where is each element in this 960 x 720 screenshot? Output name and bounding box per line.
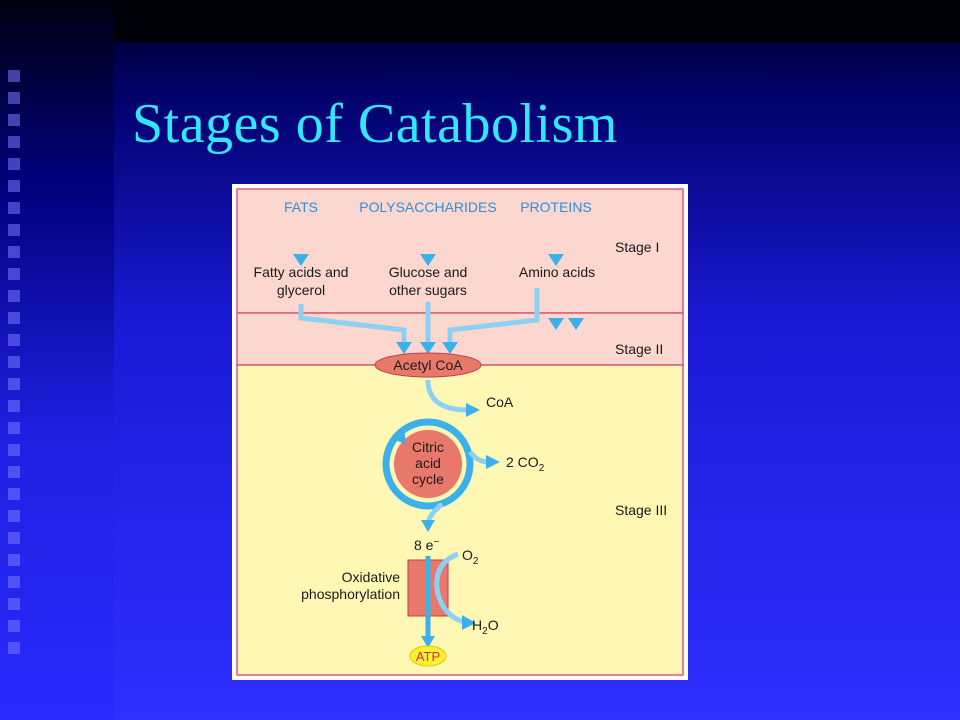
converging-arrows bbox=[298, 288, 540, 344]
stage-1-panel bbox=[236, 188, 684, 314]
atp-node bbox=[409, 645, 447, 667]
acetyl-coa-label: Acetyl CoA bbox=[393, 357, 463, 373]
coa-release-arrow bbox=[425, 379, 469, 413]
arrow-head-polysaccharides bbox=[420, 254, 436, 266]
top-dark-bar bbox=[114, 0, 960, 42]
product-glucose-line2: other sugars bbox=[389, 282, 467, 298]
citric-acid-cycle-ring bbox=[382, 418, 474, 510]
oxphos-label-line2: phosphorylation bbox=[301, 586, 400, 602]
amino-acid-bypass-arrows bbox=[553, 288, 579, 320]
citric-acid-cycle-node bbox=[394, 430, 462, 498]
stage-1-arrows bbox=[298, 220, 559, 256]
slide-title: Stages of Catabolism bbox=[132, 93, 618, 155]
stage-1-label: Stage I bbox=[615, 239, 659, 255]
cycle-label-line1: Citric bbox=[412, 439, 444, 455]
product-fatty-acids-line1: Fatty acids and bbox=[254, 264, 349, 280]
source-polysaccharides: POLYSACCHARIDES bbox=[359, 199, 496, 215]
cycle-label-line3: cycle bbox=[412, 471, 444, 487]
arrow-head-proteins bbox=[548, 254, 564, 266]
oxphos-label-line1: Oxidative bbox=[342, 569, 401, 585]
catabolism-diagram-svg: FATS POLYSACCHARIDES PROTEINS Fatty acid… bbox=[236, 188, 684, 676]
square-bullets-decoration bbox=[8, 70, 22, 664]
product-amino-acids: Amino acids bbox=[519, 264, 595, 280]
o2-label: O2 bbox=[462, 547, 479, 567]
co2-label: 2 CO2 bbox=[506, 454, 545, 474]
oxygen-to-water-arrow bbox=[434, 551, 465, 625]
product-glucose-line1: Glucose and bbox=[389, 264, 468, 280]
stage-3-label: Stage III bbox=[615, 502, 667, 518]
acetyl-coa-node bbox=[374, 352, 482, 378]
h2o-label: H2O bbox=[472, 617, 499, 637]
atp-label: ATP bbox=[416, 649, 440, 664]
source-fats: FATS bbox=[284, 199, 318, 215]
stage-2-label: Stage II bbox=[615, 341, 663, 357]
cycle-label-line2: acid bbox=[415, 455, 441, 471]
catabolism-diagram: FATS POLYSACCHARIDES PROTEINS Fatty acid… bbox=[232, 184, 688, 680]
coa-label: CoA bbox=[486, 394, 514, 410]
product-fatty-acids-line2: glycerol bbox=[277, 282, 325, 298]
electrons-label: 8 e− bbox=[414, 537, 439, 553]
left-decorative-band bbox=[0, 0, 114, 720]
arrow-head-fats bbox=[293, 254, 309, 266]
source-proteins: PROTEINS bbox=[520, 199, 592, 215]
